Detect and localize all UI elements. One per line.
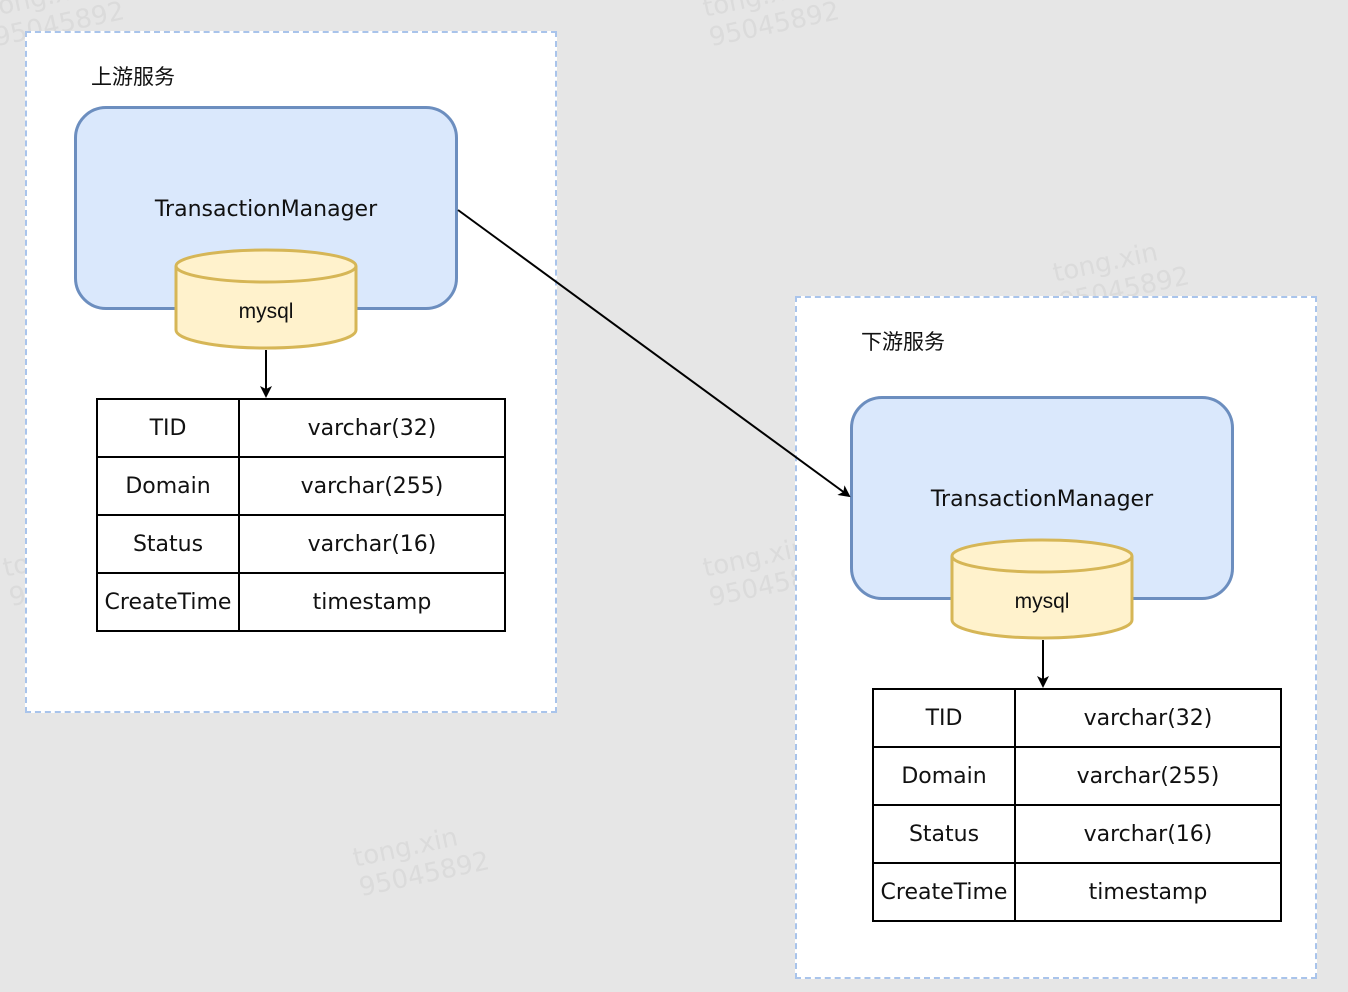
- column-name-cell: Status: [872, 804, 1016, 864]
- upstream-service-title: 上游服务: [91, 65, 175, 89]
- column-name-cell: CreateTime: [872, 862, 1016, 922]
- column-type-cell: varchar(255): [1014, 746, 1282, 806]
- column-type-cell: timestamp: [1014, 862, 1282, 922]
- column-type-cell: varchar(16): [238, 514, 506, 574]
- database-cylinder-icon: [950, 538, 1134, 640]
- upstream-mysql-label: mysql: [238, 300, 294, 323]
- upstream-to-downstream-arrow: [457, 209, 851, 498]
- downstream-mysql-database[interactable]: mysql: [950, 538, 1134, 640]
- column-name-cell: Domain: [872, 746, 1016, 806]
- column-type-cell: varchar(255): [238, 456, 506, 516]
- database-cylinder-icon: [174, 248, 358, 350]
- column-type-cell: timestamp: [238, 572, 506, 632]
- downstream-transaction-manager-label: TransactionManager: [930, 487, 1154, 512]
- column-type-cell: varchar(16): [1014, 804, 1282, 864]
- column-name-cell: TID: [872, 688, 1016, 748]
- column-type-cell: varchar(32): [1014, 688, 1282, 748]
- downstream-mysql-label: mysql: [1014, 590, 1070, 613]
- column-name-cell: TID: [96, 398, 240, 458]
- upstream-transaction-manager-label: TransactionManager: [154, 197, 378, 222]
- column-name-cell: Domain: [96, 456, 240, 516]
- downstream-service-title: 下游服务: [861, 330, 945, 354]
- column-name-cell: CreateTime: [96, 572, 240, 632]
- column-type-cell: varchar(32): [238, 398, 506, 458]
- column-name-cell: Status: [96, 514, 240, 574]
- upstream-mysql-database[interactable]: mysql: [174, 248, 358, 350]
